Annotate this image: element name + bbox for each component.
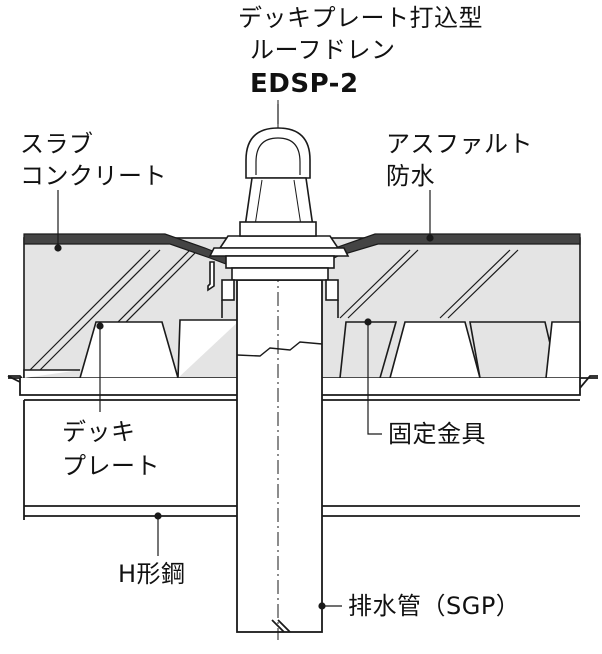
fixing-brackets	[207, 261, 339, 318]
product-name-line2: ルーフドレン	[250, 36, 396, 64]
label-hbeam: H形鋼	[118, 560, 186, 588]
drain-pipe	[236, 279, 323, 633]
drain-body	[208, 127, 350, 281]
leader-lines	[54, 104, 434, 610]
label-deck-line1: デッキ	[62, 418, 136, 446]
product-model: EDSP-2	[250, 69, 359, 99]
label-deck-line2: プレート	[62, 452, 160, 480]
product-name-line1: デッキプレート打込型	[238, 4, 483, 32]
label-waterproof-line2: 防水	[386, 162, 435, 190]
label-waterproof-line1: アスファルト	[386, 130, 533, 158]
label-slab-line2: コンクリート	[20, 162, 167, 190]
label-slab-line1: スラブ	[20, 130, 94, 158]
label-fixing: 固定金具	[388, 420, 486, 448]
deck-plate	[23, 319, 581, 379]
label-pipe: 排水管（SGP）	[348, 592, 521, 620]
